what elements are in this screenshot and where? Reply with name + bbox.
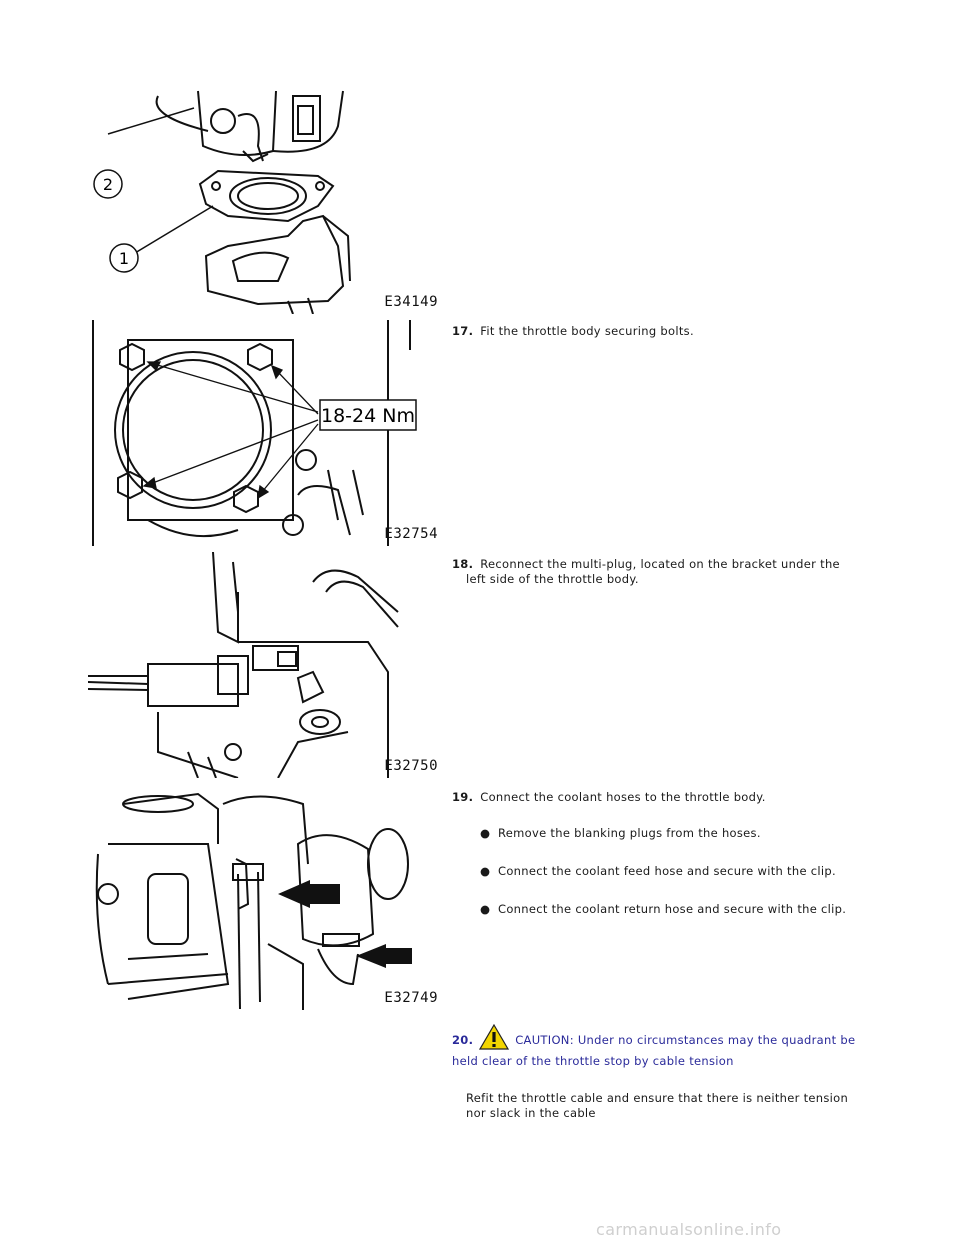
list-item: ●Remove the blanking plugs from the hose…	[480, 826, 761, 840]
watermark-footer: carmanualsonline.info	[596, 1220, 782, 1239]
throttle-bolts-illustration: 18-24 Nm	[92, 320, 417, 546]
refit-line2: nor slack in the cable	[466, 1106, 596, 1120]
refit-line1: Refit the throttle cable and ensure that…	[466, 1091, 849, 1105]
figure-e32750: E32750	[88, 552, 438, 778]
step-text: Connect the coolant hoses to the throttl…	[480, 790, 766, 804]
step-text: Fit the throttle body securing bolts.	[480, 324, 694, 338]
step-20-caution: 20. CAUTION: Under no circumstances may …	[452, 1023, 882, 1069]
list-item: ●Connect the coolant feed hose and secur…	[480, 864, 836, 878]
step-number: 18.	[452, 557, 474, 571]
throttle-gasket-illustration: 2 1	[93, 90, 351, 314]
bullet-icon: ●	[480, 826, 491, 840]
figure-id: E32749	[384, 990, 438, 1006]
figure-e34149: 2 1 E34149	[88, 86, 438, 314]
step-17: 17. Fit the throttle body securing bolts…	[452, 324, 872, 339]
caution-line1: CAUTION: Under no circumstances may the …	[515, 1033, 856, 1047]
step-number: 17.	[452, 324, 474, 338]
warning-icon	[479, 1023, 510, 1054]
torque-label: 18-24 Nm	[321, 405, 415, 427]
step-20-text: Refit the throttle cable and ensure that…	[466, 1091, 876, 1121]
bullet-icon: ●	[480, 902, 491, 916]
step-number: 19.	[452, 790, 474, 804]
figure-id: E34149	[384, 294, 438, 310]
list-item: ●Connect the coolant return hose and sec…	[480, 902, 847, 916]
bullet-icon: ●	[480, 864, 491, 878]
figure-id: E32754	[384, 526, 438, 542]
step-number: 20.	[452, 1033, 474, 1047]
step-text-line1: Reconnect the multi-plug, located on the…	[480, 557, 840, 571]
figure-id: E32750	[384, 758, 438, 774]
step-18: 18. Reconnect the multi-plug, located on…	[452, 557, 872, 587]
caution-line2: held clear of the throttle stop by cable…	[452, 1054, 734, 1068]
step-19: 19. Connect the coolant hoses to the thr…	[452, 790, 872, 805]
coolant-hoses-illustration	[95, 792, 412, 1010]
callout-2: 2	[103, 175, 113, 194]
callout-1: 1	[119, 249, 129, 268]
step-text-line2: left side of the throttle body.	[466, 572, 639, 586]
multi-plug-illustration	[88, 552, 399, 778]
figure-e32749: E32749	[88, 784, 438, 1010]
figure-e32754: 18-24 Nm E32754	[88, 320, 438, 546]
